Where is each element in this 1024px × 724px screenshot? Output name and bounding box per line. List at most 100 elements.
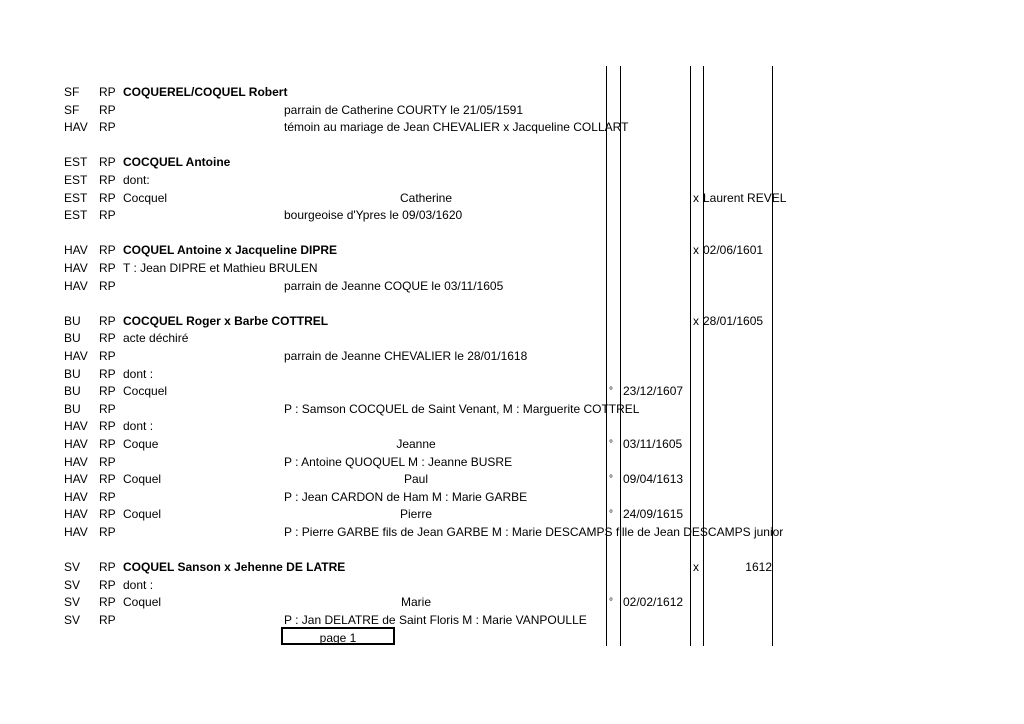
entry-name: Coquel (123, 507, 162, 522)
entry-name: T : Jean DIPRE et Mathieu BRULEN (123, 261, 318, 275)
entry-note: témoin au mariage de Jean CHEVALIER x Ja… (284, 120, 629, 135)
place-code: HAV (64, 120, 88, 135)
place-code: SV (64, 560, 81, 575)
record-type: RP (99, 613, 116, 627)
place-code: HAV (64, 261, 88, 275)
entry-name: Cocquel (123, 190, 168, 205)
record-type: RP (99, 190, 116, 205)
record-type: RP (99, 401, 116, 416)
place-code: HAV (64, 472, 88, 487)
entry-note: P : Jan DELATRE de Saint Floris M : Mari… (284, 613, 587, 627)
table-row: SV RP P : Jan DELATRE de Saint Floris M : … (0, 612, 1024, 629)
place-code: EST (64, 155, 88, 170)
table-row: HAV RP P : Pierre GARBE fils de Jean GARBE… (0, 524, 1024, 541)
record-type: RP (99, 173, 116, 187)
entry-name: COQUEL Sanson x Jehenne DE LATRE (123, 560, 346, 575)
table-row: BU RP dont : (0, 366, 1024, 383)
entry-note: P : Samson COCQUEL de Saint Venant, M : … (284, 401, 640, 416)
place-code: HAV (64, 525, 88, 539)
entry-name: COCQUEL Roger x Barbe COTTREL (123, 313, 329, 328)
place-code: HAV (64, 278, 88, 293)
marriage-marker: x (693, 190, 699, 205)
record-type: RP (99, 85, 116, 99)
place-code: EST (64, 173, 88, 187)
record-type: RP (99, 278, 116, 293)
entry-note: bourgeoise d'Ypres le 09/03/1620 (284, 208, 463, 223)
place-code: HAV (64, 489, 88, 504)
place-code: BU (64, 366, 81, 381)
birth-date: 03/11/1605 (623, 437, 683, 451)
entry-name: COQUEREL/COQUEL Robert (123, 85, 288, 99)
place-code: SV (64, 613, 81, 627)
place-code: SF (64, 85, 80, 99)
record-type: RP (99, 243, 116, 258)
place-code: BU (64, 384, 81, 399)
birth-marker: ° (609, 439, 613, 450)
table-row: SF RP COQUEREL/COQUEL Robert (0, 84, 1024, 101)
birth-marker: ° (609, 597, 613, 609)
place-code: HAV (64, 419, 88, 434)
place-code: HAV (64, 243, 88, 258)
entry-name: Coquel (123, 472, 162, 487)
record-type: RP (99, 507, 116, 522)
record-type: RP (99, 525, 116, 539)
record-type: RP (99, 208, 116, 223)
birth-date: 23/12/1607 (623, 384, 684, 399)
first-name: Jeanne (396, 437, 436, 451)
entry-note: P : Pierre GARBE fils de Jean GARBE M : … (284, 525, 784, 539)
entry-name: Coquel (123, 595, 162, 610)
record-type: RP (99, 489, 116, 504)
place-code: HAV (64, 454, 88, 469)
entry-note: parrain de Jeanne CHEVALIER le 28/01/161… (284, 349, 528, 363)
place-code: SV (64, 595, 81, 610)
marriage-value: 02/06/1601 (703, 243, 764, 258)
column-rule-3 (690, 66, 691, 646)
record-type: RP (99, 366, 116, 381)
page-number-box: page 1 (281, 627, 395, 645)
marriage-marker: x (693, 560, 699, 575)
birth-marker: ° (609, 474, 613, 486)
first-name: Catherine (399, 190, 453, 205)
entry-name: dont : (123, 577, 154, 592)
birth-marker: ° (609, 386, 613, 398)
record-type: RP (99, 102, 116, 117)
record-type: RP (99, 560, 116, 575)
column-rule-4 (703, 66, 704, 646)
column-rule-5 (772, 66, 773, 646)
place-code: SF (64, 102, 80, 117)
place-code: HAV (64, 437, 88, 451)
record-type: RP (99, 437, 116, 451)
record-type: RP (99, 419, 116, 434)
record-type: RP (99, 454, 116, 469)
table-row: SV RP dont : (0, 577, 1024, 594)
entry-name: dont : (123, 366, 154, 381)
place-code: SV (64, 577, 81, 592)
record-type: RP (99, 120, 116, 135)
record-type: RP (99, 155, 116, 170)
record-type: RP (99, 595, 116, 610)
record-type: RP (99, 261, 116, 275)
record-type: RP (99, 577, 116, 592)
marriage-marker: x (693, 313, 699, 328)
place-code: BU (64, 331, 81, 346)
place-code: BU (64, 313, 81, 328)
birth-date: 09/04/1613 (623, 472, 684, 487)
entry-name: Coque (123, 437, 159, 451)
marriage-marker: x (693, 243, 699, 258)
table-row: HAV RP témoin au mariage de Jean CHEVALIER… (0, 119, 1024, 136)
record-type: RP (99, 313, 116, 328)
birth-marker: ° (609, 509, 613, 521)
